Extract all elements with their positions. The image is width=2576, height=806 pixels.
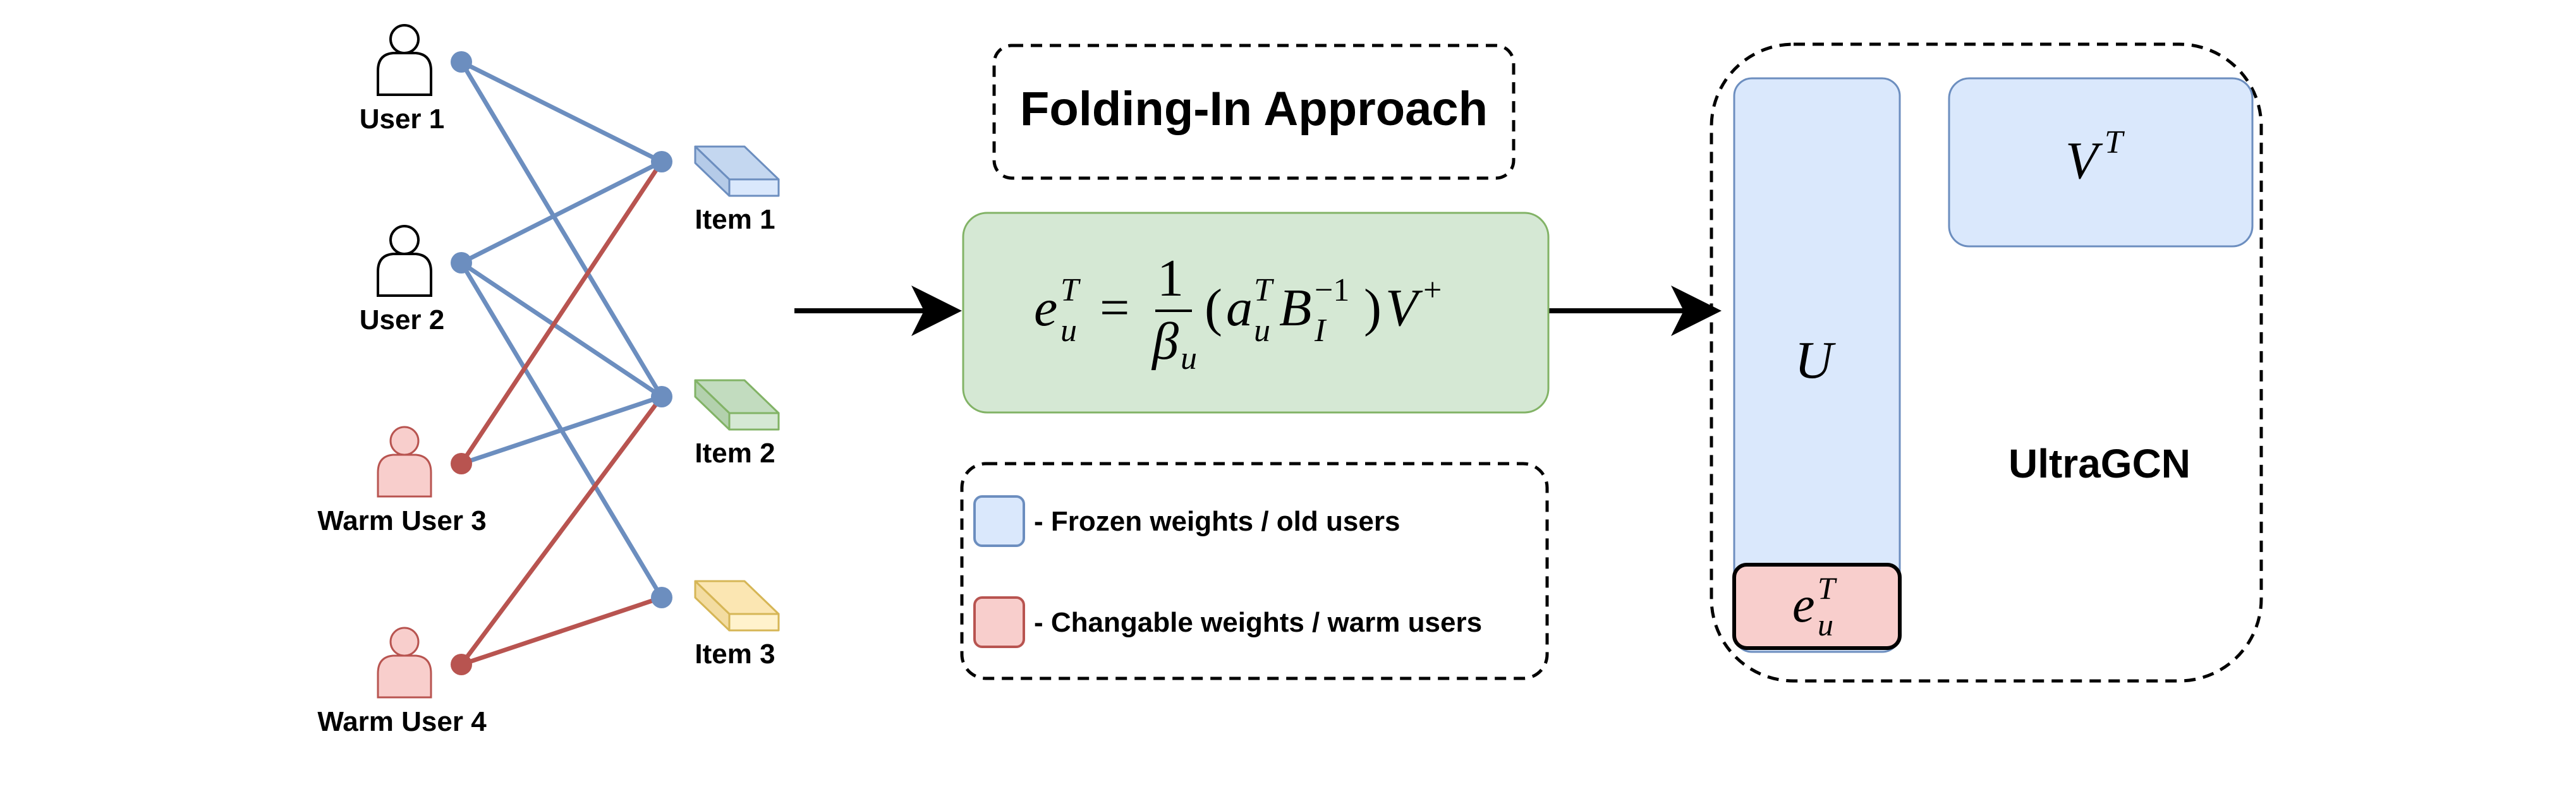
user-node-1 xyxy=(451,51,472,73)
svg-text:u: u xyxy=(1254,313,1270,349)
svg-text:B: B xyxy=(1279,279,1311,337)
item-box-icon-1 xyxy=(694,145,780,197)
svg-text:T: T xyxy=(1060,272,1081,308)
approach-title: Folding-In Approach xyxy=(1020,82,1488,136)
edge-warm4-item3 xyxy=(459,595,664,667)
u-matrix-label: U xyxy=(1795,331,1837,390)
legend-box: - Frozen weights / old users - Changable… xyxy=(960,462,1549,680)
edge-warm4-item2 xyxy=(459,394,664,667)
bipartite-graph: User 1 User 2 Warm User 3 Warm User 4 xyxy=(317,24,780,737)
user-node-3 xyxy=(451,453,472,474)
user-node-4 xyxy=(451,654,472,675)
ultragcn-model-box: U e T u V T UltraGCN xyxy=(1710,42,2263,683)
edge-user1-item2 xyxy=(459,59,664,399)
edge-warm3-item1 xyxy=(459,159,664,466)
graph-edges xyxy=(459,59,664,667)
svg-text:T: T xyxy=(2105,124,2125,160)
vt-matrix: V T xyxy=(1948,77,2254,248)
item-node-1 xyxy=(651,151,672,172)
svg-text:V: V xyxy=(1385,279,1423,337)
item-label-3: Item 3 xyxy=(695,639,775,670)
user-label-3: Warm User 3 xyxy=(317,505,486,536)
legend-item-changable: - Changable weights / warm users xyxy=(973,596,1482,648)
svg-text:a: a xyxy=(1226,279,1253,337)
item-box-icon-2 xyxy=(694,379,780,431)
formula-box: e T u = 1 β u ( a T u B −1 I ) V + xyxy=(962,212,1550,414)
edge-user1-item1 xyxy=(459,59,664,164)
svg-text:u: u xyxy=(1181,340,1197,376)
item-label-2: Item 2 xyxy=(695,438,775,469)
svg-text:T: T xyxy=(1818,570,1837,606)
user-label-2: User 2 xyxy=(360,304,445,335)
edge-warm3-item2 xyxy=(459,394,664,466)
legend-item-frozen: - Frozen weights / old users xyxy=(973,495,1400,547)
legend-label-frozen: - Frozen weights / old users xyxy=(1034,506,1400,537)
approach-title-box: Folding-In Approach xyxy=(992,44,1516,180)
user-node-2 xyxy=(451,252,472,274)
svg-text:=: = xyxy=(1100,279,1129,337)
user-label-1: User 1 xyxy=(360,104,445,135)
svg-text:V: V xyxy=(2065,131,2103,190)
svg-text:e: e xyxy=(1034,279,1057,337)
edge-user2-item1 xyxy=(459,159,664,265)
svg-text:T: T xyxy=(1254,272,1274,308)
svg-text:1: 1 xyxy=(1157,249,1184,308)
folding-in-formula: e T u = 1 β u ( a T u B −1 I ) V + xyxy=(1034,249,1442,376)
svg-text:): ) xyxy=(1364,279,1382,337)
item-node-2 xyxy=(651,386,672,407)
user-icon-1 xyxy=(377,24,432,96)
item-label-1: Item 1 xyxy=(695,204,775,235)
svg-text:u: u xyxy=(1818,607,1833,642)
legend-label-changable: - Changable weights / warm users xyxy=(1034,607,1482,638)
warm-user-icon-4 xyxy=(377,627,432,699)
svg-text:I: I xyxy=(1314,313,1327,349)
item-box-icon-3 xyxy=(694,580,780,632)
u-matrix: U xyxy=(1733,77,1901,653)
user-icon-2 xyxy=(377,225,432,297)
svg-text:e: e xyxy=(1792,577,1815,633)
svg-text:+: + xyxy=(1423,272,1442,308)
legend-swatch-frozen xyxy=(973,495,1025,547)
item-node-3 xyxy=(651,587,672,608)
eu-row: e T u xyxy=(1732,563,1902,650)
user-label-4: Warm User 4 xyxy=(317,706,487,737)
svg-text:(: ( xyxy=(1205,279,1222,337)
svg-text:u: u xyxy=(1060,313,1077,349)
svg-text:β: β xyxy=(1151,312,1179,371)
svg-text:−1: −1 xyxy=(1315,272,1349,308)
edge-user2-item2 xyxy=(459,260,664,399)
model-name: UltraGCN xyxy=(2008,441,2190,486)
warm-user-icon-3 xyxy=(377,426,432,498)
legend-swatch-changable xyxy=(973,596,1025,648)
